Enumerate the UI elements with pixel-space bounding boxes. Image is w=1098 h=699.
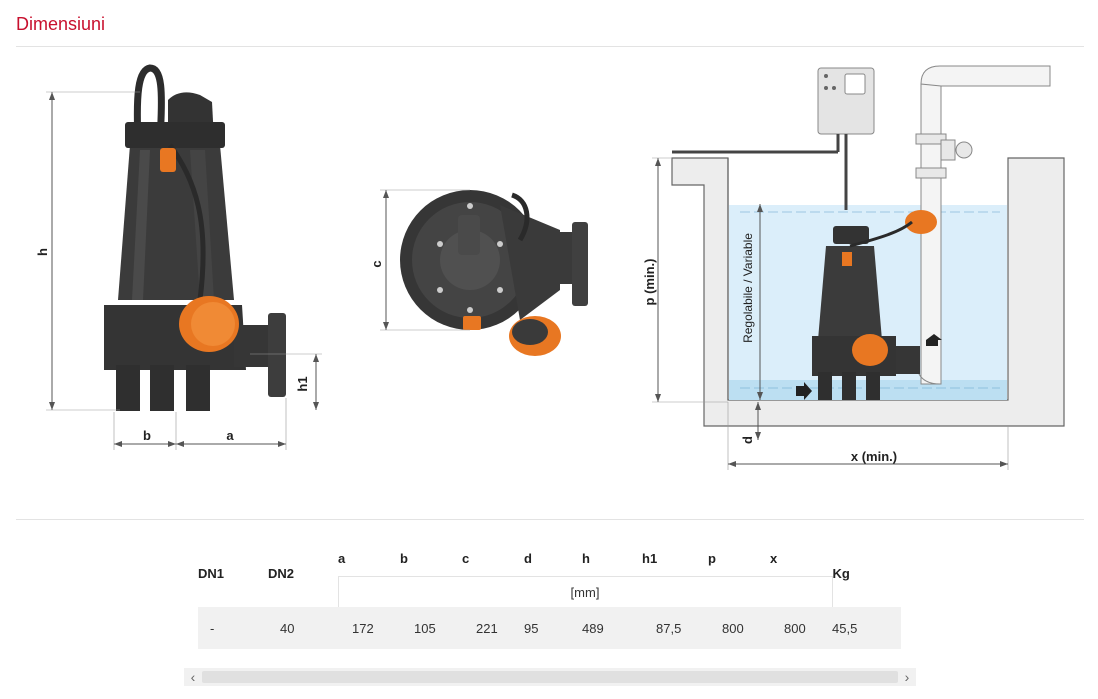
cell-d: 95 xyxy=(524,607,582,649)
cell-x: 800 xyxy=(770,607,832,649)
chevron-left-icon[interactable]: ‹ xyxy=(190,669,196,685)
title-divider xyxy=(16,46,1084,47)
pump-top-view-icon xyxy=(400,190,588,356)
header-dn2: DN2 xyxy=(268,566,295,581)
gate-valve-icon xyxy=(940,139,973,161)
label-a: a xyxy=(226,428,234,443)
cell-c: 221 xyxy=(462,607,524,649)
label-d: d xyxy=(740,436,755,444)
label-h: h xyxy=(35,248,50,256)
installed-pump-icon xyxy=(812,220,920,400)
header-a: a xyxy=(338,550,346,566)
header-b: b xyxy=(400,550,408,566)
dimension-h1: h1 xyxy=(250,353,322,410)
float-switch-icon xyxy=(179,296,239,352)
cell-kg: 45,5 xyxy=(832,607,901,649)
label-variable: Regolabile / Variable xyxy=(741,233,755,343)
header-d: d xyxy=(524,550,532,566)
label-b: b xyxy=(143,428,151,443)
cell-h: 489 xyxy=(582,607,642,649)
label-x: x (min.) xyxy=(851,449,897,464)
horizontal-scrollbar[interactable]: ‹ › xyxy=(184,668,916,686)
dimensions-table: DN1 DN2 a b c d h h1 p x Kg [mm] - 40 17… xyxy=(198,540,901,649)
drawing-divider xyxy=(16,519,1084,520)
header-h: h xyxy=(582,550,590,566)
scrollbar-thumb[interactable] xyxy=(202,671,898,683)
section-title: Dimensiuni xyxy=(16,14,106,34)
dimension-a-b: b a xyxy=(113,398,287,450)
cell-a: 172 xyxy=(338,607,400,649)
cell-dn2: 40 xyxy=(268,607,338,649)
cell-b: 105 xyxy=(400,607,462,649)
label-c: c xyxy=(369,260,384,267)
header-kg: Kg xyxy=(832,566,850,581)
cell-h1: 87,5 xyxy=(642,607,708,649)
table-row: - 40 172 105 221 95 489 87,5 800 800 45,… xyxy=(198,607,901,649)
control-panel-icon xyxy=(817,67,875,210)
installation-diagram: Regolabile / Variable p (min.) d x (min.… xyxy=(642,65,1065,470)
discharge-pipe-icon xyxy=(915,65,1051,385)
cell-dn1: - xyxy=(198,607,268,649)
dimension-c: c xyxy=(369,189,470,331)
unit-label: [mm] xyxy=(337,576,833,607)
header-h1: h1 xyxy=(642,550,658,566)
chevron-right-icon[interactable]: › xyxy=(904,669,910,685)
label-h1: h1 xyxy=(295,376,310,391)
cell-p: 800 xyxy=(708,607,770,649)
header-dn1: DN1 xyxy=(198,566,225,581)
pump-front-view-icon xyxy=(104,64,286,411)
header-x: x xyxy=(770,550,778,566)
header-p: p xyxy=(708,550,716,566)
header-c: c xyxy=(462,550,470,566)
dimension-h: h xyxy=(35,91,140,411)
label-p: p (min.) xyxy=(642,259,657,306)
dimension-drawing: h h1 b a xyxy=(35,64,1065,470)
